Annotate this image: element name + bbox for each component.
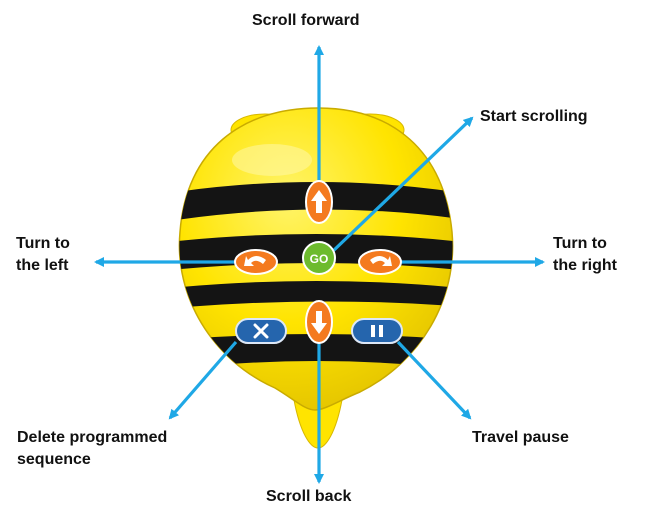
label-scroll-forward-text: Scroll forward xyxy=(252,12,360,29)
arrow-delete xyxy=(168,340,238,420)
label-delete-line2: sequence xyxy=(17,451,91,468)
bee-highlight xyxy=(232,144,312,176)
go-button[interactable]: GO xyxy=(302,241,336,275)
forward-button[interactable] xyxy=(305,180,333,224)
turn-left-button[interactable] xyxy=(234,249,278,275)
arrow-down-icon xyxy=(311,311,327,334)
pause-button[interactable] xyxy=(351,318,403,344)
arrow-up-icon xyxy=(311,190,327,213)
label-start-scrolling-text: Start scrolling xyxy=(480,108,588,125)
go-label: GO xyxy=(310,252,329,266)
label-turn-left: Turn to the left xyxy=(16,233,70,277)
turn-left-icon xyxy=(244,256,266,266)
back-button[interactable] xyxy=(305,300,333,344)
label-scroll-forward: Scroll forward xyxy=(252,10,360,32)
label-scroll-back-text: Scroll back xyxy=(266,488,352,505)
label-travel-pause: Travel pause xyxy=(472,427,569,449)
label-turn-left-line2: the left xyxy=(16,257,69,274)
turn-right-button[interactable] xyxy=(358,249,402,275)
label-turn-left-line1: Turn to xyxy=(16,235,70,252)
label-turn-right: Turn to the right xyxy=(553,233,617,277)
callout-arrows xyxy=(94,45,545,484)
arrow-pause xyxy=(396,340,472,420)
x-icon xyxy=(253,323,269,339)
turn-right-icon xyxy=(370,256,392,266)
label-start-scrolling: Start scrolling xyxy=(480,106,588,128)
label-turn-right-line2: the right xyxy=(553,257,617,274)
label-delete-sequence: Delete programmed sequence xyxy=(17,427,167,471)
stripe-3 xyxy=(179,281,453,310)
label-travel-pause-text: Travel pause xyxy=(472,429,569,446)
label-scroll-back: Scroll back xyxy=(266,487,351,507)
label-delete-line1: Delete programmed xyxy=(17,429,168,446)
label-turn-right-line1: Turn to xyxy=(553,235,607,252)
clear-button[interactable] xyxy=(235,318,287,344)
arrow-start xyxy=(330,116,474,254)
pause-icon xyxy=(371,325,383,337)
